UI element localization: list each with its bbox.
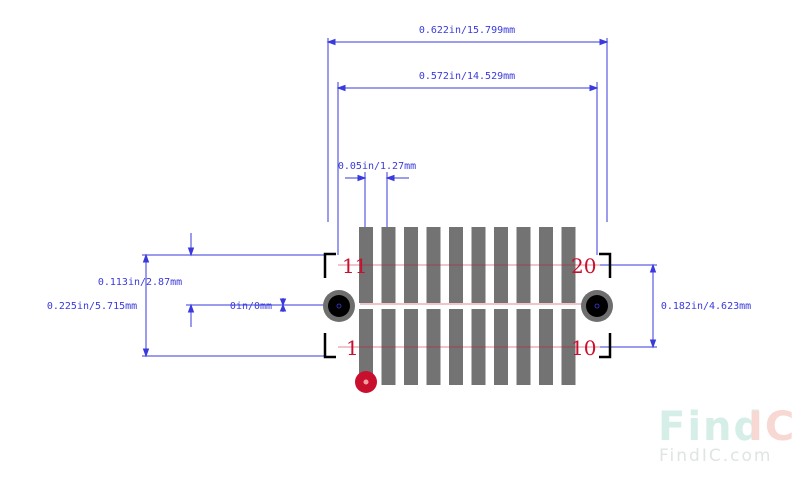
watermark-url: FindIC.com [659,446,772,466]
dim-zero-offset: 0in/0mm [230,301,272,312]
dim-overall-width: 0.622in/15.799mm [419,25,515,36]
pin-label-11: 11 [342,254,367,278]
pin1-marker [355,371,377,393]
pad-center-lines [338,264,600,348]
mounting-hole-left [323,290,355,322]
dim-pin-row-width: 0.572in/14.529mm [419,71,515,82]
pin-label-10: 10 [571,336,596,360]
pin-label-20: 20 [571,254,596,278]
dim-pitch: 0.05in/1.27mm [338,161,416,172]
watermark-brand-accent: IC [748,404,796,450]
watermark-brand-light: Find [658,404,764,450]
dim-row-spacing: 0.182in/4.623mm [661,301,751,312]
dim-overall-height: 0.225in/5.715mm [47,301,137,312]
body-outline [323,252,612,359]
mounting-hole-right [581,290,613,322]
pin-label-1: 1 [346,336,359,360]
dim-half-height: 0.113in/2.87mm [98,277,182,288]
findic-watermark: Find IC FindIC.com [658,404,796,466]
extension-lines [142,38,657,357]
dimension-lines [142,38,657,358]
